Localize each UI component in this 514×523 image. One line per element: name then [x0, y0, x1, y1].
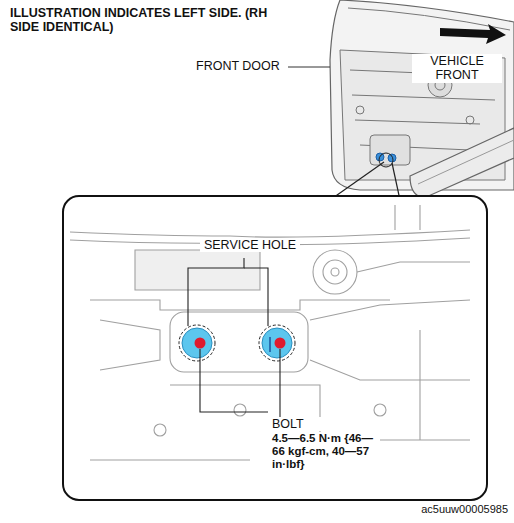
leader-line — [284, 67, 330, 68]
part-name: SERVICE HOLE — [200, 238, 300, 252]
callout-circle — [379, 153, 393, 167]
direction-label: VEHICLE FRONT — [412, 54, 502, 83]
leader-line — [330, 162, 384, 200]
leader-line — [392, 163, 400, 200]
note-title: ILLUSTRATION INDICATES LEFT SIDE. (RH SI… — [8, 6, 274, 35]
direction-arrow — [440, 24, 506, 44]
service-hole — [179, 325, 295, 361]
bolt — [195, 337, 286, 352]
part-name: FRONT DOOR — [194, 59, 288, 73]
part-name: BOLT — [270, 417, 334, 431]
figure-code: ac5uuw00005985 — [390, 503, 510, 516]
tool-drawing — [410, 128, 514, 198]
torque-spec: 4.5—6.5 N·m {46—66 kgf-cm, 40—57 in·lbf} — [270, 432, 378, 472]
inner-panel-drawing — [70, 205, 470, 470]
detail-inset — [63, 196, 487, 500]
leader-line — [188, 258, 280, 424]
